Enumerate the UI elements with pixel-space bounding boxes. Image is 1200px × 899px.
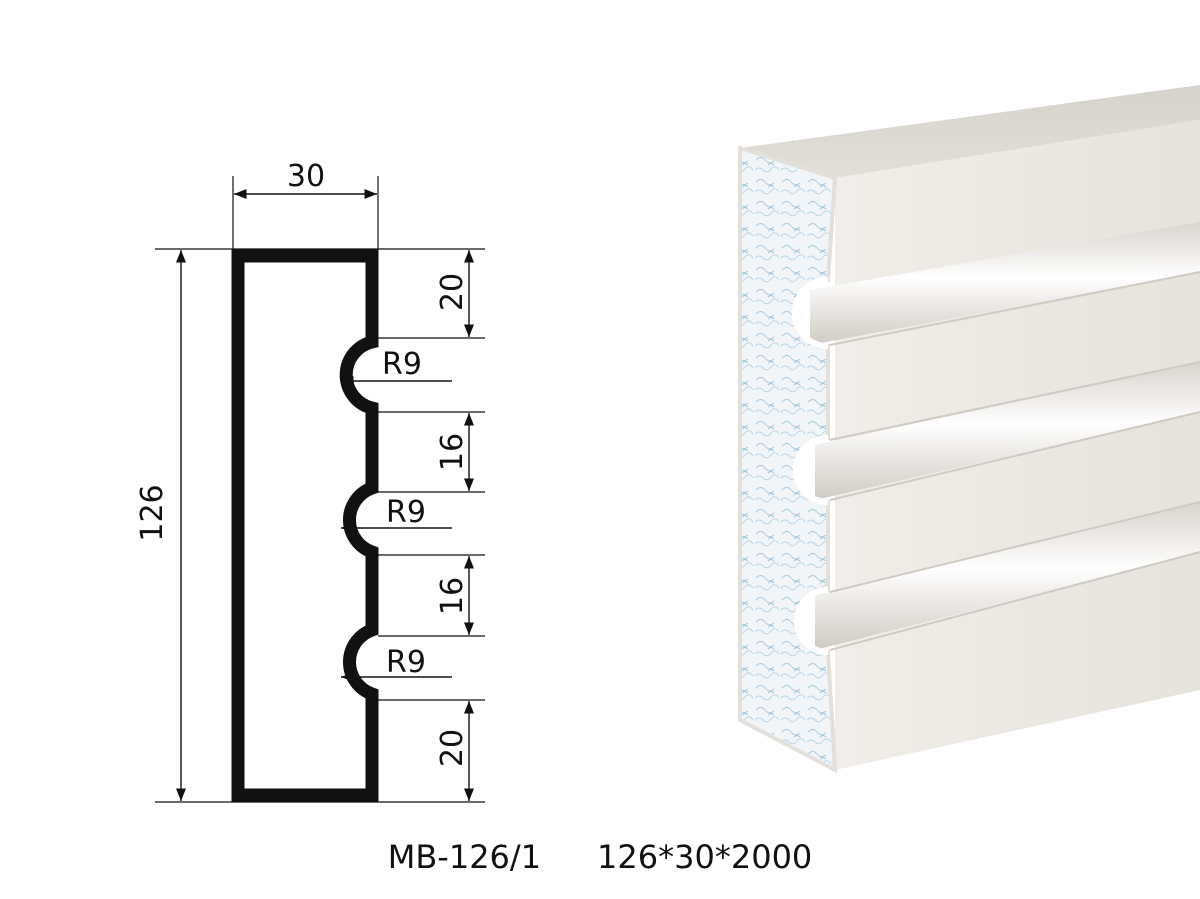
molding-3d-illustration: [738, 85, 1200, 774]
model-number: MB-126/1: [387, 838, 542, 876]
height-label: 126: [135, 484, 170, 541]
radius-label: R9: [382, 347, 422, 382]
profile-outline: [231, 249, 379, 802]
segment-label: 16: [435, 577, 470, 615]
molding-groove: [815, 502, 1200, 650]
molding-groove: [810, 222, 1200, 345]
segment-label: 16: [435, 433, 470, 471]
molding-groove: [815, 362, 1200, 500]
profile-drawing: 30 126 20 16 16 20 R9 R9 R9: [135, 159, 485, 803]
segment-label: 20: [435, 729, 470, 767]
radius-label: R9: [386, 645, 426, 680]
product-size: 126*30*2000: [597, 838, 813, 876]
radius-label: R9: [386, 495, 426, 530]
segment-label: 20: [435, 273, 470, 311]
product-caption: MB-126/1 126*30*2000: [0, 838, 1200, 876]
width-label: 30: [287, 159, 325, 194]
molding-top-face: [740, 85, 1200, 178]
